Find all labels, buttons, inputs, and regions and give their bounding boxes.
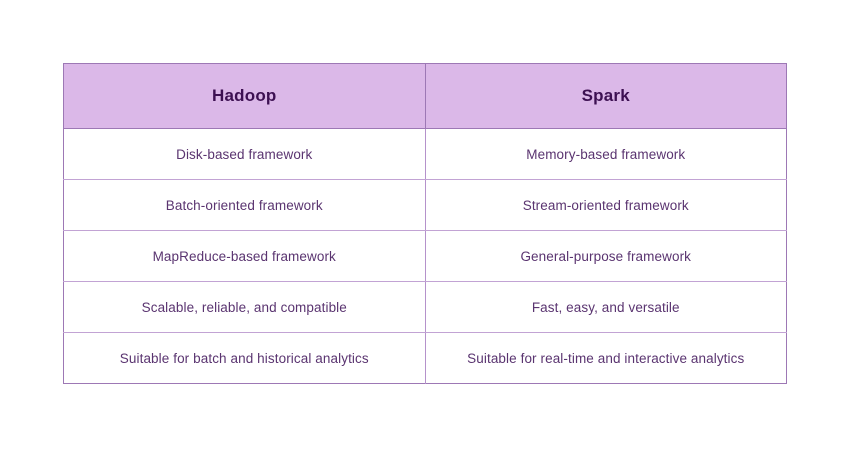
cell-hadoop-feature: Batch-oriented framework (63, 179, 426, 231)
column-header-hadoop: Hadoop (63, 63, 426, 129)
cell-hadoop-feature: Suitable for batch and historical analyt… (63, 332, 426, 384)
hadoop-spark-comparison-table: Hadoop Spark Disk-based framework Memory… (63, 63, 787, 384)
table-row: Disk-based framework Memory-based framew… (63, 128, 787, 180)
table-row: MapReduce-based framework General-purpos… (63, 230, 787, 282)
cell-spark-feature: General-purpose framework (425, 230, 787, 282)
cell-spark-feature: Fast, easy, and versatile (425, 281, 787, 333)
cell-spark-feature: Stream-oriented framework (425, 179, 787, 231)
cell-hadoop-feature: Disk-based framework (63, 128, 426, 180)
comparison-table: Hadoop Spark Disk-based framework Memory… (63, 63, 787, 384)
cell-spark-feature: Suitable for real-time and interactive a… (425, 332, 787, 384)
cell-spark-feature: Memory-based framework (425, 128, 787, 180)
cell-hadoop-feature: Scalable, reliable, and compatible (63, 281, 426, 333)
table-row: Suitable for batch and historical analyt… (63, 332, 787, 384)
table-header: Hadoop Spark (63, 63, 787, 129)
column-header-spark: Spark (425, 63, 787, 129)
table-row: Batch-oriented framework Stream-oriented… (63, 179, 787, 231)
table-header-row: Hadoop Spark (63, 63, 787, 129)
table-row: Scalable, reliable, and compatible Fast,… (63, 281, 787, 333)
cell-hadoop-feature: MapReduce-based framework (63, 230, 426, 282)
table-body: Disk-based framework Memory-based framew… (63, 128, 787, 384)
